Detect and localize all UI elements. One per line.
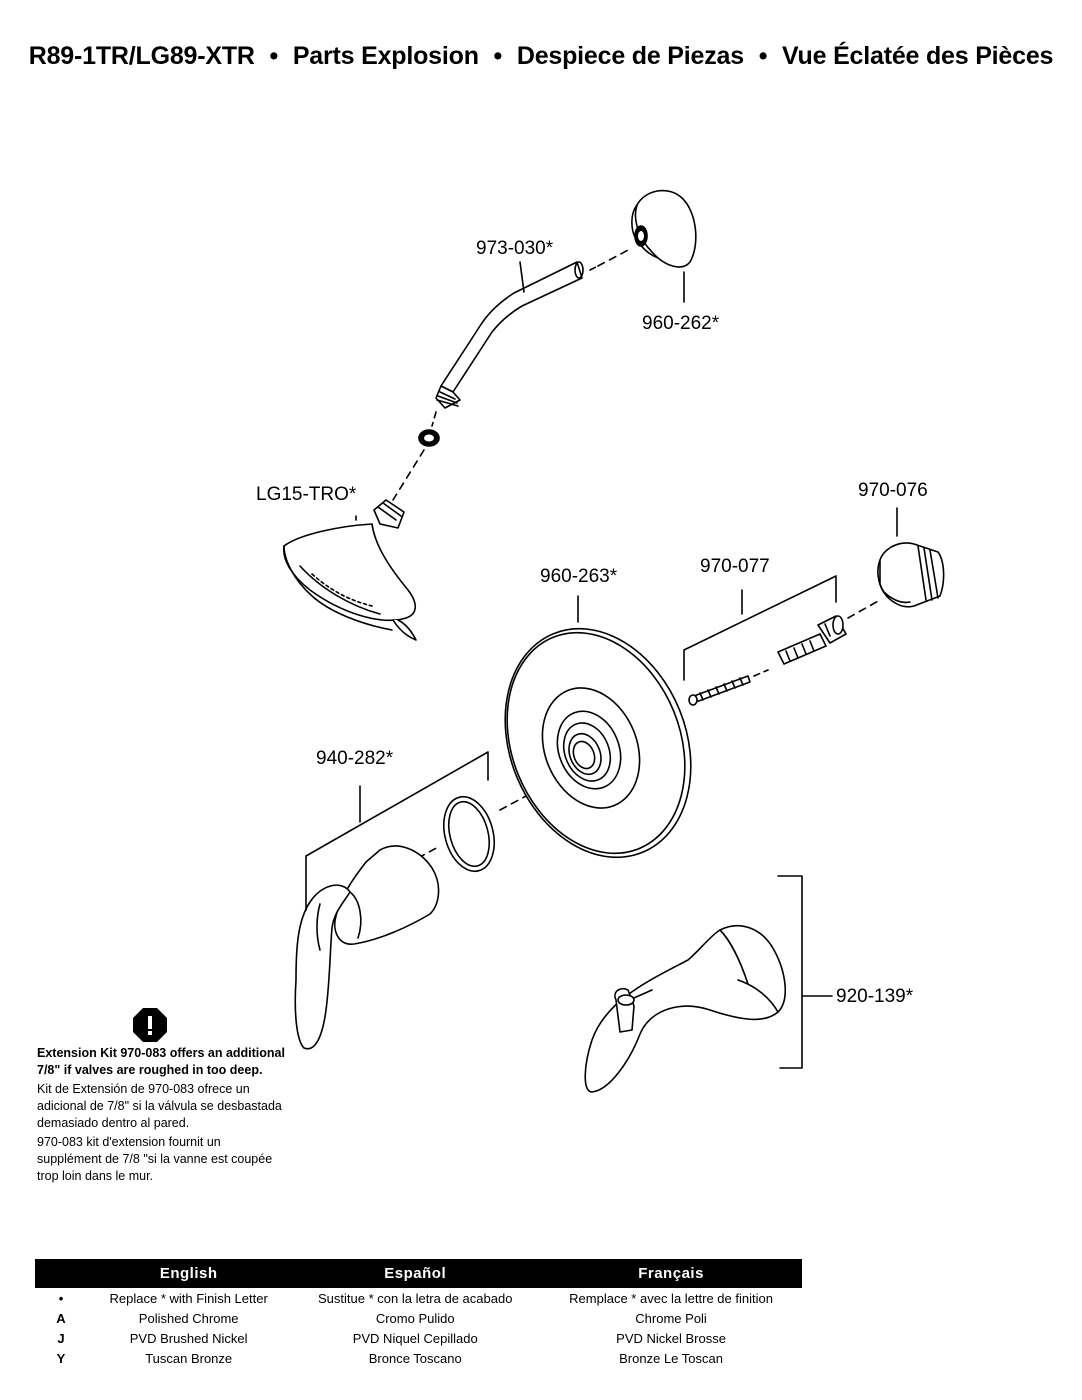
- legend-english: Replace * with Finish Letter: [109, 1290, 268, 1306]
- model-number: R89-1TR/LG89-XTR: [28, 42, 255, 70]
- legend-spanish: Sustitue * con la letra de acabado: [318, 1290, 513, 1306]
- legend-key: A: [56, 1310, 66, 1326]
- label-showerhead: LG15-TRO*: [256, 484, 357, 505]
- label-escutcheon: 960-263*: [540, 566, 618, 587]
- tub-spout-drawing: [584, 875, 833, 1093]
- screws-drawing: [683, 575, 881, 706]
- note-french: 970-083 kit d'extension fournit un suppl…: [37, 1135, 273, 1183]
- note-english: Extension Kit 970-083 offers an addition…: [37, 1046, 285, 1077]
- handle-drawing: [294, 751, 527, 1050]
- sleeve-drawing: [877, 507, 945, 608]
- legend-row: J PVD Brushed Nickel PVD Niquel Cepillad…: [35, 1328, 802, 1348]
- legend-key: J: [57, 1330, 65, 1346]
- legend-english: Tuscan Bronze: [145, 1350, 233, 1366]
- title-english: Parts Explosion: [292, 42, 479, 70]
- legend-row: A Polished Chrome Cromo Pulido Chrome Po…: [35, 1308, 802, 1328]
- legend-spanish: Bronce Toscano: [368, 1350, 462, 1366]
- separator-bullet: •: [269, 42, 279, 70]
- label-screw-kit: 970-077: [700, 556, 770, 577]
- title-spanish: Despiece de Piezas: [516, 42, 744, 70]
- showerhead-drawing: [283, 499, 417, 641]
- finish-legend-table: English Español Français • Replace * wit…: [35, 1259, 802, 1368]
- title-french: Vue Éclatée des Pièces: [782, 42, 1054, 70]
- legend-row: • Replace * with Finish Letter Sustitue …: [35, 1288, 802, 1308]
- page-title: R89-1TR/LG89-XTR • Parts Explosion • Des…: [0, 42, 1082, 71]
- legend-key: •: [58, 1290, 64, 1306]
- note-spanish: Kit de Extensión de 970-083 ofrece un ad…: [37, 1082, 282, 1130]
- legend-english: PVD Brushed Nickel: [129, 1330, 248, 1346]
- legend-header-key: [35, 1259, 87, 1288]
- legend-header-english: English: [87, 1259, 291, 1288]
- legend-header-french: Français: [540, 1259, 802, 1288]
- separator-bullet: •: [758, 42, 768, 70]
- exclamation-icon: [133, 1008, 167, 1042]
- label-flange: 960-262*: [642, 313, 720, 334]
- legend-row: Y Tuscan Bronze Bronce Toscano Bronze Le…: [35, 1348, 802, 1368]
- label-sleeve: 970-076: [858, 480, 928, 501]
- label-handle: 940-282*: [316, 748, 394, 769]
- washer-drawing: [392, 411, 440, 501]
- legend-english: Polished Chrome: [138, 1310, 239, 1326]
- extension-kit-note: Extension Kit 970-083 offers an addition…: [37, 1045, 287, 1187]
- legend-key: Y: [56, 1350, 66, 1366]
- shower-arm-drawing: [435, 247, 633, 409]
- legend-french: Remplace * avec la lettre de finition: [569, 1290, 773, 1306]
- escutcheon-drawing: [504, 595, 692, 859]
- label-shower-arm: 973-030*: [476, 238, 554, 259]
- legend-french: PVD Nickel Brosse: [616, 1330, 726, 1346]
- label-tub-spout: 920-139*: [836, 986, 914, 1007]
- flange-drawing: [631, 189, 697, 303]
- legend-spanish: PVD Niquel Cepillado: [352, 1330, 478, 1346]
- legend-french: Bronze Le Toscan: [619, 1350, 723, 1366]
- legend-header-spanish: Español: [290, 1259, 541, 1288]
- legend-header-row: English Español Français: [35, 1259, 802, 1288]
- separator-bullet: •: [493, 42, 503, 70]
- legend-spanish: Cromo Pulido: [375, 1310, 455, 1326]
- legend-french: Chrome Poli: [635, 1310, 707, 1326]
